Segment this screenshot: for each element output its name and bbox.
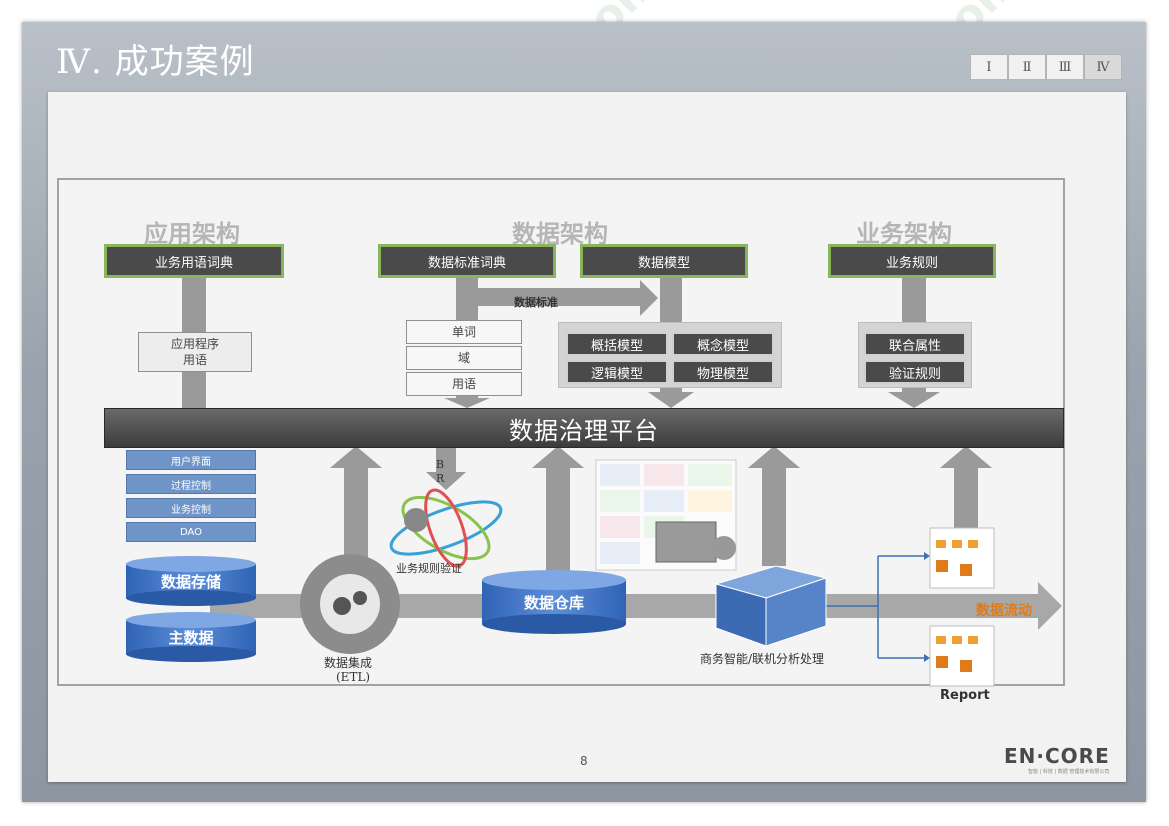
connector (182, 370, 206, 408)
arrow-up (748, 446, 800, 566)
connector (660, 276, 682, 324)
company-logo: EN·CORE (1004, 744, 1110, 768)
governance-platform-bar: 数据治理平台 (104, 408, 1064, 448)
page-title: Ⅳ. 成功案例 (56, 42, 255, 82)
connector (902, 276, 926, 324)
section-app-architecture: 应用架构 (144, 219, 240, 248)
connector (456, 276, 478, 320)
br-label-r: R (436, 472, 445, 485)
arrow-up (532, 446, 584, 580)
rule-verify-icon (389, 488, 503, 568)
data-warehouse-label: 数据仓库 (523, 593, 584, 612)
data-flow-label: 数据流动 (976, 603, 1032, 619)
arrow-up (940, 446, 992, 528)
data-store-label: 数据存储 (160, 572, 221, 591)
app-terms-box: 应用程序 用语 (138, 332, 252, 372)
rule-item-joint-attr: 联合属性 (864, 332, 966, 356)
etl-sub-label: (ETL) (336, 670, 371, 684)
section-data-architecture: 数据架构 (512, 219, 608, 248)
data-store-cylinder: 数据存储 (126, 556, 256, 606)
master-data-cylinder: 主数据 (126, 612, 256, 662)
connector (182, 276, 206, 334)
page-number: 8 (580, 754, 588, 768)
data-flow-arrow (210, 582, 1062, 630)
arrow-down (888, 388, 940, 408)
data-std-label: 数据标准 (514, 296, 558, 309)
tab-4[interactable]: Ⅳ (1084, 54, 1122, 80)
section-tabs: Ⅰ Ⅱ Ⅲ Ⅳ (970, 54, 1122, 80)
report-thumbnails (929, 527, 995, 687)
tab-3[interactable]: Ⅲ (1046, 54, 1084, 80)
model-item-logical: 逻辑模型 (566, 360, 668, 384)
data-std-arrow (478, 280, 658, 316)
layer-ui: 用户界面 (126, 450, 256, 470)
app-terms-line-1: 应用程序 (170, 337, 219, 351)
data-warehouse-cylinder: 数据仓库 (482, 570, 626, 634)
report-label: Report (940, 688, 990, 703)
bi-olap-label: 商务智能/联机分析处理 (700, 652, 825, 666)
chart-gallery-image (595, 459, 737, 571)
biz-terms-dict-box: 业务用语词典 (104, 244, 284, 278)
model-item-physical: 物理模型 (672, 360, 774, 384)
etl-cycle-icon (300, 554, 400, 654)
tab-2[interactable]: Ⅱ (1008, 54, 1046, 80)
data-std-dict-box: 数据标准词典 (378, 244, 556, 278)
company-logo-sub: 智能 | 科技 | 数据 管理技术有限公司 (1028, 769, 1110, 775)
std-item-domain: 域 (406, 346, 522, 370)
section-biz-architecture: 业务架构 (856, 219, 952, 248)
tab-1[interactable]: Ⅰ (970, 54, 1008, 80)
arrow-down (444, 396, 490, 408)
layer-biz-control: 业务控制 (126, 498, 256, 518)
etl-label: 数据集成 (324, 656, 373, 670)
layer-dao: DAO (126, 522, 256, 542)
std-item-word: 单词 (406, 320, 522, 344)
rule-verify-label: 业务规则验证 (396, 562, 462, 575)
arrow-up (330, 446, 382, 560)
master-data-label: 主数据 (168, 628, 214, 647)
app-terms-line-2: 用语 (182, 353, 207, 367)
biz-rules-box: 业务规则 (828, 244, 996, 278)
std-item-term: 用语 (406, 372, 522, 396)
br-label-b: B (436, 458, 445, 471)
model-item-conceptual: 概念模型 (672, 332, 774, 356)
rule-item-verify-rule: 验证规则 (864, 360, 966, 384)
layer-process-control: 过程控制 (126, 474, 256, 494)
arrow-down (648, 388, 694, 408)
data-model-box: 数据模型 (580, 244, 748, 278)
model-item-summary: 概括模型 (566, 332, 668, 356)
olap-cube-icon (714, 565, 828, 647)
br-arrow (426, 448, 466, 490)
report-connectors (826, 555, 924, 659)
